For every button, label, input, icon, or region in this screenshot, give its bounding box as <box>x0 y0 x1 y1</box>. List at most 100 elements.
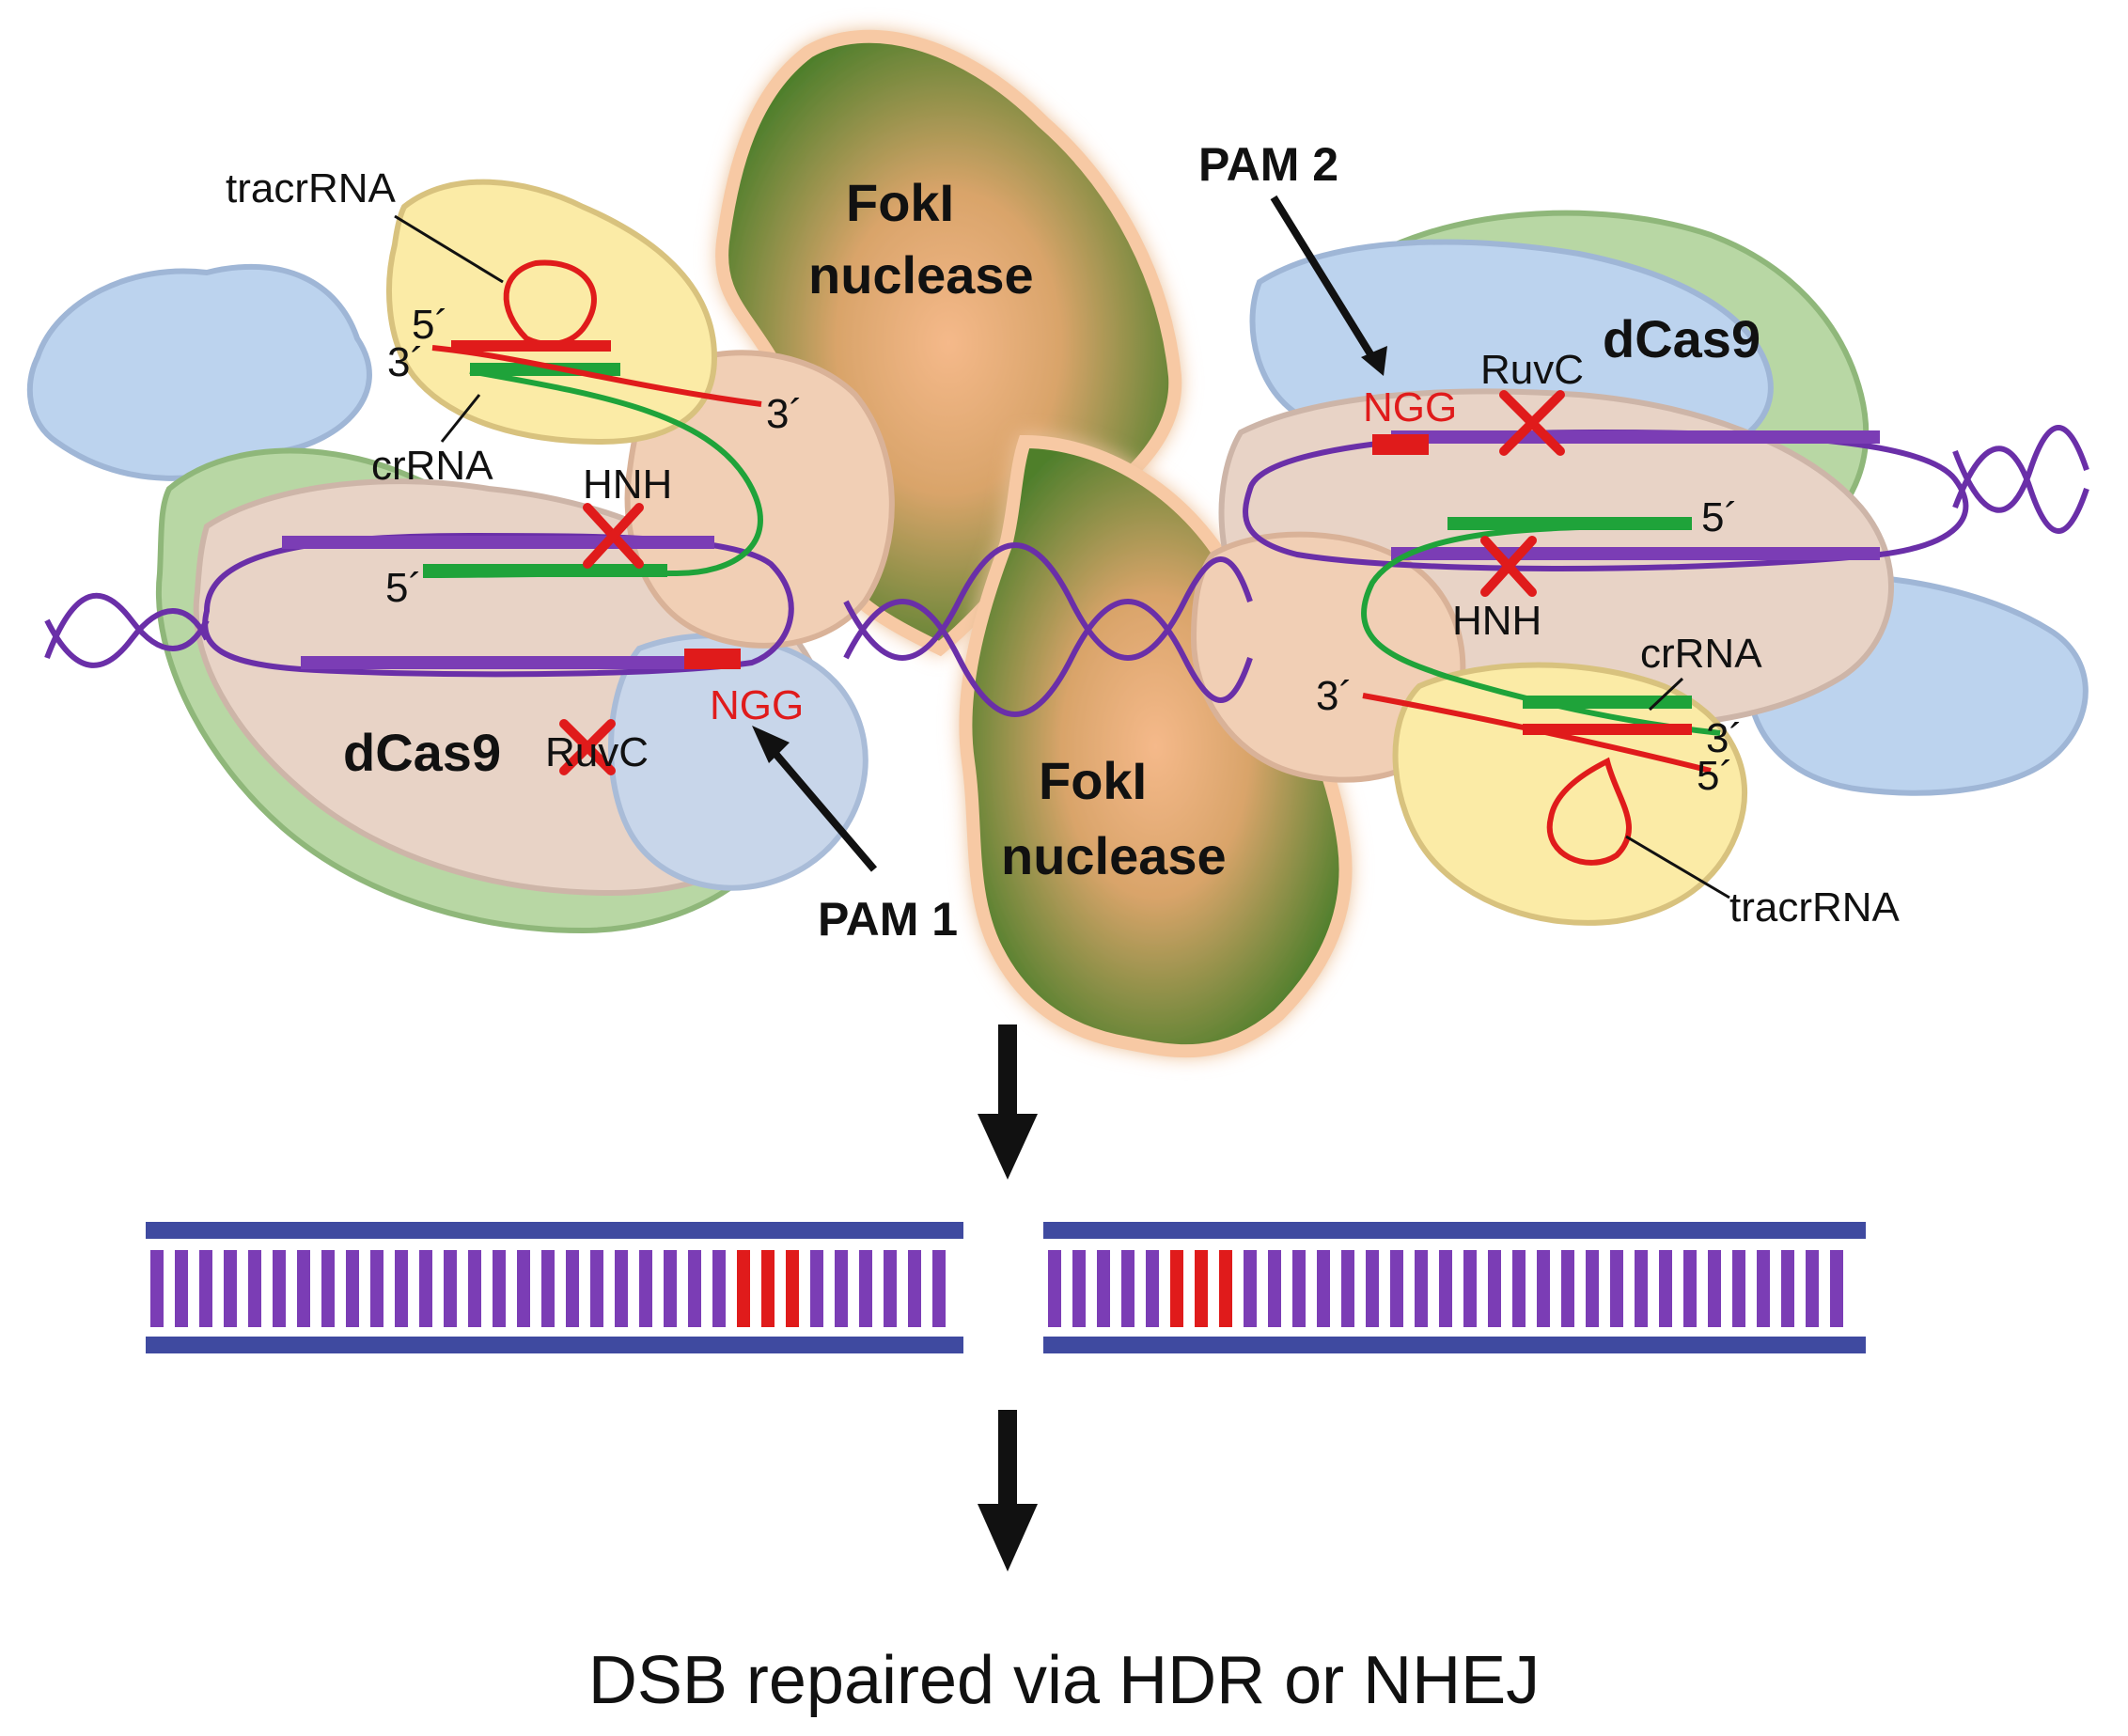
three-prime-label: 3´ <box>387 339 424 385</box>
ruvc-left-label: RuvC <box>545 729 649 775</box>
base-pair <box>1048 1250 1061 1327</box>
base-pair <box>810 1250 823 1327</box>
base-pair <box>1292 1250 1306 1327</box>
crrna-left-pointer <box>440 394 481 443</box>
fokI-top-label-2: nuclease <box>808 245 1034 305</box>
base-pair <box>1244 1250 1257 1327</box>
dcas9-right-label: dCas9 <box>1603 309 1760 368</box>
base-pair <box>1097 1250 1110 1327</box>
base-pair <box>1830 1250 1843 1327</box>
pam-base-pair <box>761 1250 775 1327</box>
base-pair <box>1268 1250 1281 1327</box>
base-pair <box>1757 1250 1770 1327</box>
base-pair <box>1317 1250 1330 1327</box>
dcas9-left-blue-lower <box>608 633 868 891</box>
base-pair <box>1146 1250 1159 1327</box>
base-pair <box>639 1250 652 1327</box>
base-pair <box>321 1250 335 1327</box>
five-prime-label: 5´ <box>412 302 448 348</box>
fokI-bottom-label-1: FokI <box>1039 751 1147 810</box>
tracrrna-left <box>431 259 762 407</box>
base-pair <box>1366 1250 1379 1327</box>
five-prime-label: 5´ <box>1701 494 1738 540</box>
base-pair <box>615 1250 628 1327</box>
base-pair <box>493 1250 506 1327</box>
base-pair <box>1561 1250 1574 1327</box>
pam1-label: PAM 1 <box>818 893 958 946</box>
base-pair <box>835 1250 848 1327</box>
three-prime-label: 3´ <box>1316 673 1353 719</box>
base-pair <box>1488 1250 1501 1327</box>
base-pair <box>419 1250 432 1327</box>
crrna-left-label: crRNA <box>371 443 493 489</box>
base-pair <box>370 1250 383 1327</box>
dcas9-left-blue-lobe <box>26 263 372 481</box>
base-pair <box>1781 1250 1794 1327</box>
base-pair <box>444 1250 457 1327</box>
dcas9-left-label: dCas9 <box>343 723 501 782</box>
crrna-right <box>1361 517 1721 736</box>
hnh-left-label: HNH <box>583 461 672 508</box>
down-arrow-icon <box>978 1410 1038 1572</box>
pam-base-pair <box>737 1250 750 1327</box>
base-pair <box>517 1250 530 1327</box>
caption: DSB repaired via HDR or NHEJ <box>588 1643 1540 1718</box>
base-pair <box>859 1250 872 1327</box>
pam2-pointer <box>1270 195 1376 360</box>
pam2-label: PAM 2 <box>1198 138 1338 191</box>
base-pair <box>395 1250 408 1327</box>
base-pair <box>1659 1250 1672 1327</box>
rec-lobe-left <box>386 179 718 446</box>
base-pair <box>1439 1250 1452 1327</box>
base-pair <box>688 1250 701 1327</box>
base-pair <box>590 1250 603 1327</box>
base-pair <box>175 1250 188 1327</box>
fokI-top-label-1: FokI <box>846 173 954 232</box>
down-arrow-icon <box>978 1024 1038 1180</box>
base-pair <box>1341 1250 1354 1327</box>
pam1-pointer <box>762 740 878 872</box>
inactivated-cross-icon <box>559 390 1565 775</box>
base-pair <box>1512 1250 1526 1327</box>
base-pair <box>1635 1250 1648 1327</box>
dsb-fragment-left <box>146 1222 963 1353</box>
three-prime-label: 3´ <box>766 391 803 437</box>
base-pair <box>1806 1250 1819 1327</box>
base-pair <box>1415 1250 1428 1327</box>
pam-base-pair <box>1219 1250 1232 1327</box>
base-pair <box>297 1250 310 1327</box>
base-pair <box>712 1250 726 1327</box>
ruvc-right-label: RuvC <box>1480 347 1584 393</box>
base-pair <box>664 1250 677 1327</box>
base-pair <box>884 1250 897 1327</box>
base-pair <box>1708 1250 1721 1327</box>
base-pair <box>541 1250 555 1327</box>
base-pair <box>1732 1250 1745 1327</box>
tracrrna-right-pointer <box>1625 835 1730 899</box>
dcas9-left-complex <box>26 179 895 934</box>
crrna-right-pointer <box>1648 677 1684 712</box>
pam1-arrowhead <box>752 726 790 763</box>
pam-marks <box>684 434 1429 669</box>
base-pair <box>1683 1250 1697 1327</box>
tracrrna-right <box>1362 693 1712 866</box>
base-pair <box>224 1250 237 1327</box>
base-pair <box>199 1250 212 1327</box>
ngg-right-label: NGG <box>1363 384 1457 430</box>
base-pair <box>566 1250 579 1327</box>
base-pair <box>346 1250 359 1327</box>
ngg-left-label: NGG <box>710 682 804 728</box>
base-pair <box>1121 1250 1134 1327</box>
base-pair <box>1586 1250 1599 1327</box>
five-prime-label: 5´ <box>385 565 422 611</box>
base-pair <box>1072 1250 1086 1327</box>
pam-base-pair <box>786 1250 799 1327</box>
three-prime-label: 3´ <box>1706 715 1743 761</box>
pam-base-pair <box>1195 1250 1208 1327</box>
dsb-fragment-right <box>1043 1222 1866 1353</box>
five-prime-label: 5´ <box>1697 753 1733 799</box>
tracrrna-right-label: tracrRNA <box>1729 884 1901 931</box>
hnh-right-label: HNH <box>1452 598 1541 644</box>
base-pair <box>1610 1250 1623 1327</box>
